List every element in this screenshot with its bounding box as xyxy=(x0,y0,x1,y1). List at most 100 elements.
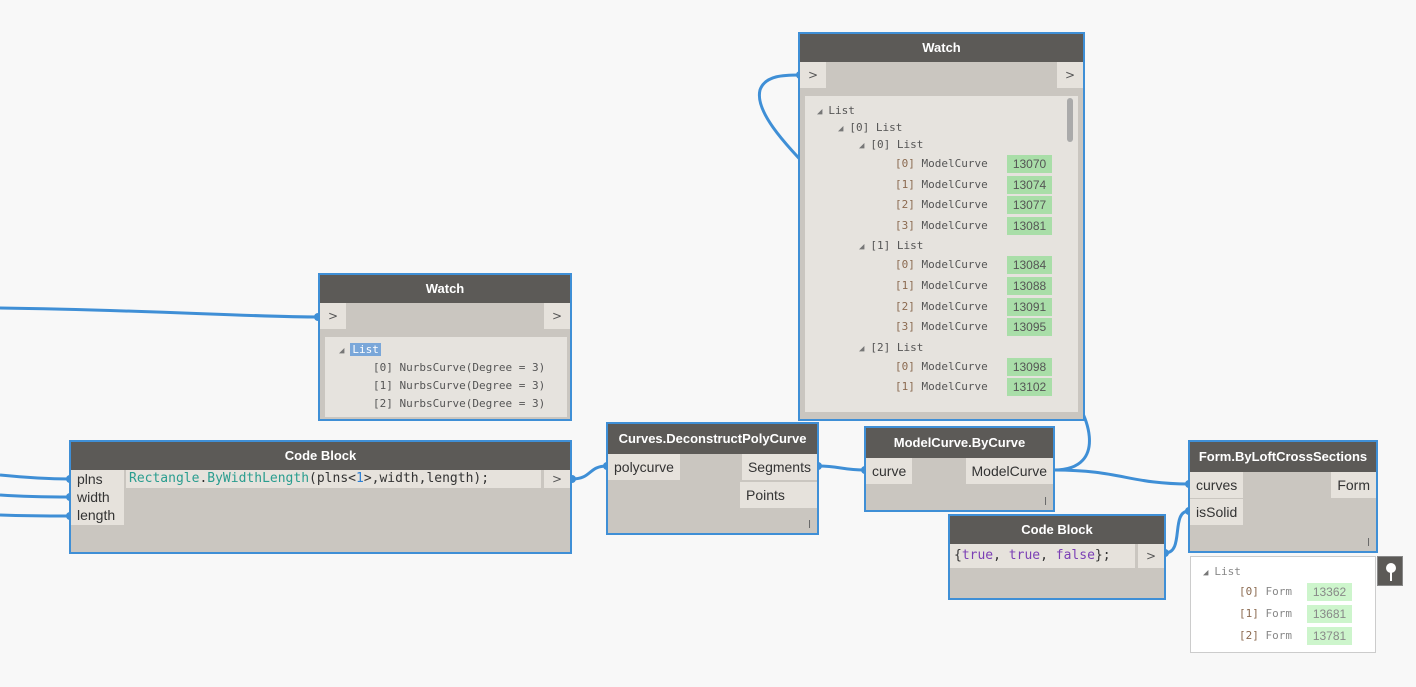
output-port-segments[interactable]: Segments xyxy=(741,454,817,480)
tree-root[interactable]: List xyxy=(350,343,381,356)
list-item: [1] NurbsCurve(Degree = 3) xyxy=(373,379,546,392)
code-comma: , xyxy=(1040,548,1056,563)
wire-width[interactable] xyxy=(0,493,71,499)
item-type: ModelCurve xyxy=(921,218,988,232)
tree-node[interactable]: [1] List xyxy=(870,239,924,253)
code-bool: false xyxy=(1055,548,1095,563)
list-item: [0] Form xyxy=(1239,583,1292,601)
tree-node[interactable]: [0] List xyxy=(870,138,924,151)
wire-modelcurve-to-form[interactable] xyxy=(1053,468,1190,486)
list-item: [0] ModelCurve xyxy=(895,358,988,376)
code-dot: . xyxy=(199,471,208,486)
code-method: ByWidthLength xyxy=(207,471,310,486)
wire-to-watch-left[interactable] xyxy=(0,306,321,319)
element-id-badge[interactable]: 13077 xyxy=(1007,196,1052,215)
wire-modelcurve-to-watch[interactable] xyxy=(757,73,1091,472)
tree-node[interactable]: [2] List xyxy=(870,340,924,354)
output-port-modelcurve[interactable]: ModelCurve xyxy=(965,458,1053,484)
item-type: ModelCurve xyxy=(921,279,988,292)
item-index: [1] xyxy=(895,380,915,394)
element-id-badge[interactable]: 13681 xyxy=(1307,605,1352,623)
wire-cb2-to-issolid[interactable] xyxy=(1164,509,1190,555)
input-port[interactable]: > xyxy=(320,303,346,329)
lacing-indicator[interactable]: l xyxy=(1043,495,1047,508)
output-port[interactable]: > xyxy=(1138,544,1164,568)
item-type: ModelCurve xyxy=(921,380,988,394)
item-index: [1] xyxy=(895,177,915,191)
tree-root[interactable]: List xyxy=(828,104,855,117)
collapse-triangle-icon[interactable]: ◢ xyxy=(838,124,844,134)
input-port[interactable]: > xyxy=(800,62,826,88)
code-bool: true xyxy=(961,548,994,563)
list-item: [3] ModelCurve xyxy=(895,318,988,336)
code-block-node-2[interactable]: Code Block {true, true, false}; > xyxy=(948,514,1166,600)
watch-node-top[interactable]: Watch > > ◢ List ◢ [0] List ◢ [0] List [0] Mod… xyxy=(798,32,1085,421)
input-port-width[interactable]: width xyxy=(77,489,110,505)
item-index: [2] xyxy=(895,299,915,313)
input-port-issolid[interactable]: isSolid xyxy=(1190,499,1243,525)
input-port-polycurve[interactable]: polycurve xyxy=(608,454,680,480)
code-args-end: >,width,length); xyxy=(363,471,490,486)
tree-root: List xyxy=(1214,565,1241,578)
list-item: [2] ModelCurve xyxy=(895,196,988,214)
item-type: ModelCurve xyxy=(921,299,988,313)
input-port-plns[interactable]: plns xyxy=(77,471,103,487)
form-byloftcrosssections-node[interactable]: Form.ByLoftCrossSections curves isSolid … xyxy=(1188,440,1378,553)
element-id-badge[interactable]: 13091 xyxy=(1007,297,1052,316)
element-id-badge[interactable]: 13098 xyxy=(1007,357,1052,376)
deconstruct-polycurve-node[interactable]: Curves.DeconstructPolyCurve polycurve Se… xyxy=(606,422,819,535)
wire-cb1-to-deconstruct[interactable] xyxy=(571,464,608,481)
element-id-badge[interactable]: 13084 xyxy=(1007,256,1052,275)
element-id-badge[interactable]: 13095 xyxy=(1007,318,1052,337)
collapse-triangle-icon[interactable]: ◢ xyxy=(339,346,345,356)
code-class: Rectangle xyxy=(129,471,200,486)
list-item: [2] Form xyxy=(1239,627,1292,645)
element-id-badge[interactable]: 13362 xyxy=(1307,583,1352,601)
watch-tree[interactable]: ◢ List ◢ [0] List ◢ [0] List [0] ModelCurve 130… xyxy=(805,96,1078,412)
collapse-triangle-icon[interactable]: ◢ xyxy=(859,141,865,151)
element-id-badge[interactable]: 13088 xyxy=(1007,277,1052,295)
output-port-form[interactable]: Form xyxy=(1331,472,1376,498)
element-id-badge[interactable]: 13070 xyxy=(1007,155,1052,173)
output-port[interactable]: > xyxy=(1057,62,1083,88)
watch-tree[interactable]: ◢List [0] NurbsCurve(Degree = 3) [1] Nur… xyxy=(325,337,567,417)
element-id-badge[interactable]: 13074 xyxy=(1007,175,1052,194)
modelcurve-bycurve-node[interactable]: ModelCurve.ByCurve curve ModelCurve l xyxy=(864,426,1055,512)
item-index: [1] xyxy=(895,279,915,292)
wire-plns[interactable] xyxy=(0,473,71,481)
wire-segments-to-curve[interactable] xyxy=(817,464,866,472)
collapse-triangle-icon[interactable]: ◢ xyxy=(859,242,865,253)
watch-node-left[interactable]: Watch > > ◢List [0] NurbsCurve(Degree = … xyxy=(318,273,572,421)
input-port-curve[interactable]: curve xyxy=(866,458,913,484)
collapse-triangle-icon[interactable]: ◢ xyxy=(817,107,823,117)
output-port[interactable]: > xyxy=(544,470,570,488)
input-port-curves[interactable]: curves xyxy=(1190,472,1243,498)
output-port-points[interactable]: Points xyxy=(740,482,817,508)
output-port[interactable]: > xyxy=(544,303,570,329)
collapse-triangle-icon[interactable]: ◢ xyxy=(859,343,865,354)
node-title: Watch xyxy=(800,34,1083,62)
node-title: ModelCurve.ByCurve xyxy=(866,428,1053,458)
list-item: [2] ModelCurve xyxy=(895,298,988,316)
item-type: Form xyxy=(1265,629,1293,642)
element-id-badge[interactable]: 13102 xyxy=(1007,378,1052,397)
list-item: [2] NurbsCurve(Degree = 3) xyxy=(373,397,546,410)
lacing-indicator[interactable]: l xyxy=(807,518,811,531)
item-index: [2] xyxy=(1239,629,1259,642)
code-block-node-1[interactable]: Code Block plns width length Rectangle.B… xyxy=(69,440,572,554)
item-index: [2] xyxy=(895,198,915,212)
code-args: (plns< xyxy=(309,471,356,486)
tree-node[interactable]: [0] List xyxy=(849,121,903,134)
lacing-indicator[interactable]: l xyxy=(1366,536,1370,549)
element-id-badge[interactable]: 13081 xyxy=(1007,216,1052,235)
code-editor[interactable]: Rectangle.ByWidthLength(plns<1>,width,le… xyxy=(126,470,541,488)
code-editor[interactable]: {true, true, false}; xyxy=(950,544,1135,568)
scrollbar[interactable] xyxy=(1067,98,1073,142)
collapse-triangle-icon[interactable]: ◢ xyxy=(1203,568,1209,578)
input-port-length[interactable]: length xyxy=(77,507,116,523)
pin-icon[interactable] xyxy=(1377,556,1403,586)
wire-length[interactable] xyxy=(0,513,71,518)
code-brace: { xyxy=(954,548,962,563)
element-id-badge[interactable]: 13781 xyxy=(1307,627,1352,645)
